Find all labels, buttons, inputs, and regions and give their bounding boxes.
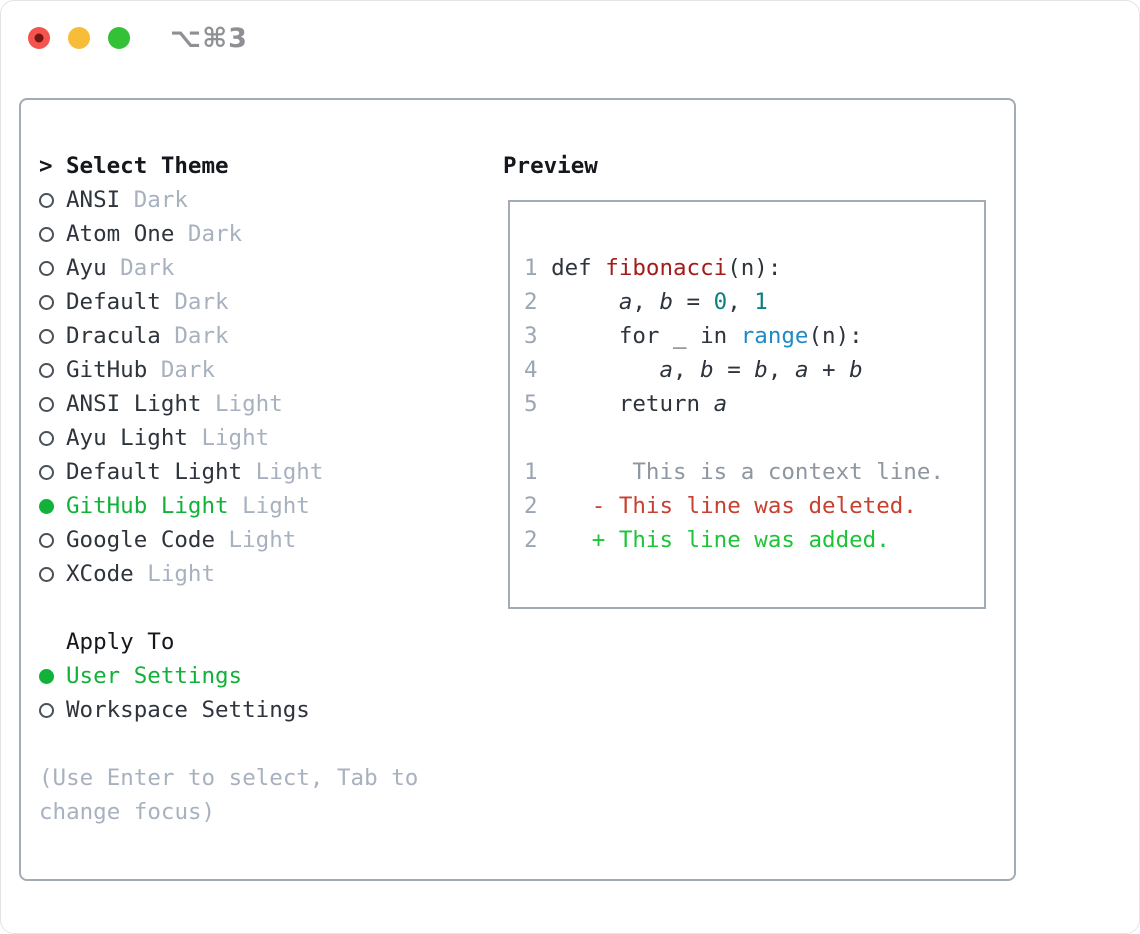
variant-suffix: Light [187,425,270,451]
option-label: Ayu Light [66,425,188,451]
theme-option[interactable]: ANSI Dark [39,183,418,217]
variant-suffix: Dark [160,323,229,349]
radio-indicator [39,192,66,208]
close-button[interactable] [28,27,50,49]
radio-indicator-selected [39,668,66,684]
unsaved-indicator-dot [34,33,44,43]
radio-empty-icon [39,702,54,718]
theme-option[interactable]: GitHub Dark [39,353,418,387]
spacer [39,591,418,625]
code-line: 5 return a [524,391,728,417]
radio-indicator [39,260,66,276]
variant-suffix: Dark [160,289,229,315]
variant-suffix: Dark [120,187,188,213]
prompt-caret: > [39,153,53,179]
code-line: 4 a, b = b, a + b [524,357,863,383]
variant-suffix: Light [215,527,297,553]
theme-option[interactable]: Default Light Light [39,455,418,489]
option-label: Default [66,289,161,315]
theme-option[interactable]: Ayu Light Light [39,421,418,455]
theme-option[interactable]: Atom One Dark [39,217,418,251]
option-label: XCode [66,561,134,587]
radio-empty-icon [39,294,54,310]
option-label: GitHub [66,357,148,383]
theme-option[interactable]: Default Dark [39,285,418,319]
hint-line-1: (Use Enter to select, Tab to [39,765,419,791]
radio-indicator [39,362,66,378]
radio-empty-icon [39,362,54,378]
variant-suffix: Dark [106,255,175,281]
zoom-button[interactable] [108,27,130,49]
radio-filled-icon [39,498,54,514]
radio-empty-icon [39,192,54,208]
window-title: ⌥⌘3 [170,22,248,54]
code-line: 1 def fibonacci(n): [524,255,782,281]
radio-indicator [39,226,66,242]
option-label: ANSI Light [66,391,202,417]
radio-indicator [39,430,66,446]
theme-option[interactable]: ANSI Light Light [39,387,418,421]
select-theme-header: > Select Theme [39,149,418,183]
spacer [39,727,418,761]
theme-option[interactable]: GitHub Light Light [39,489,418,523]
code-line: 2 a, b = 0, 1 [524,289,768,315]
apply-to-option[interactable]: Workspace Settings [39,693,418,727]
option-label: Atom One [66,221,175,247]
radio-filled-icon [39,668,54,684]
theme-option[interactable]: XCode Light [39,557,418,591]
variant-suffix: Light [133,561,216,587]
code-line [524,421,978,455]
radio-empty-icon [39,430,54,446]
apply-to-option[interactable]: User Settings [39,659,418,693]
code-line: 2 - This line was deleted. [524,493,917,519]
radio-empty-icon [39,532,54,548]
radio-empty-icon [39,566,54,582]
radio-empty-icon [39,396,54,412]
apply-to-header: Apply To [39,625,418,659]
option-label: Dracula [66,323,161,349]
code-line: 2 + This line was added. [524,527,890,553]
radio-indicator [39,566,66,582]
variant-suffix: Light [201,391,283,417]
radio-empty-icon [39,464,54,480]
code-line: 3 for _ in range(n): [524,323,863,349]
variant-suffix: Dark [174,221,243,247]
option-label: ANSI [66,187,121,213]
select-theme-title: Select Theme [66,153,229,179]
variant-suffix: Dark [147,357,216,383]
option-label: Default Light [66,459,243,485]
apply-to-title: Apply To [66,629,175,655]
option-label: Workspace Settings [66,697,310,723]
radio-indicator [39,396,66,412]
theme-option[interactable]: Google Code Light [39,523,418,557]
radio-empty-icon [39,226,54,242]
preview-title: Preview [503,153,598,179]
radio-empty-icon [39,260,54,276]
radio-indicator-selected [39,498,66,514]
radio-empty-icon [39,328,54,344]
radio-indicator [39,328,66,344]
radio-indicator [39,702,66,718]
option-label: GitHub Light [66,493,229,519]
variant-suffix: Light [242,459,324,485]
radio-indicator [39,294,66,310]
theme-option[interactable]: Dracula Dark [39,319,418,353]
variant-suffix: Light [228,493,310,519]
option-label: User Settings [66,663,243,689]
code-preview: 1 def fibonacci(n): 2 a, b = 0, 1 3 for _ … [524,251,978,557]
radio-indicator [39,532,66,548]
code-line: 1 This is a context line. [524,459,944,485]
radio-indicator [39,464,66,480]
minimize-button[interactable] [68,27,90,49]
hint-line-2: change focus) [39,799,216,825]
option-label: Google Code [66,527,216,553]
option-label: Ayu [66,255,107,281]
preview-box: 1 def fibonacci(n): 2 a, b = 0, 1 3 for _ … [508,200,986,609]
titlebar: ⌥⌘3 [28,23,248,54]
theme-option[interactable]: Ayu Dark [39,251,418,285]
